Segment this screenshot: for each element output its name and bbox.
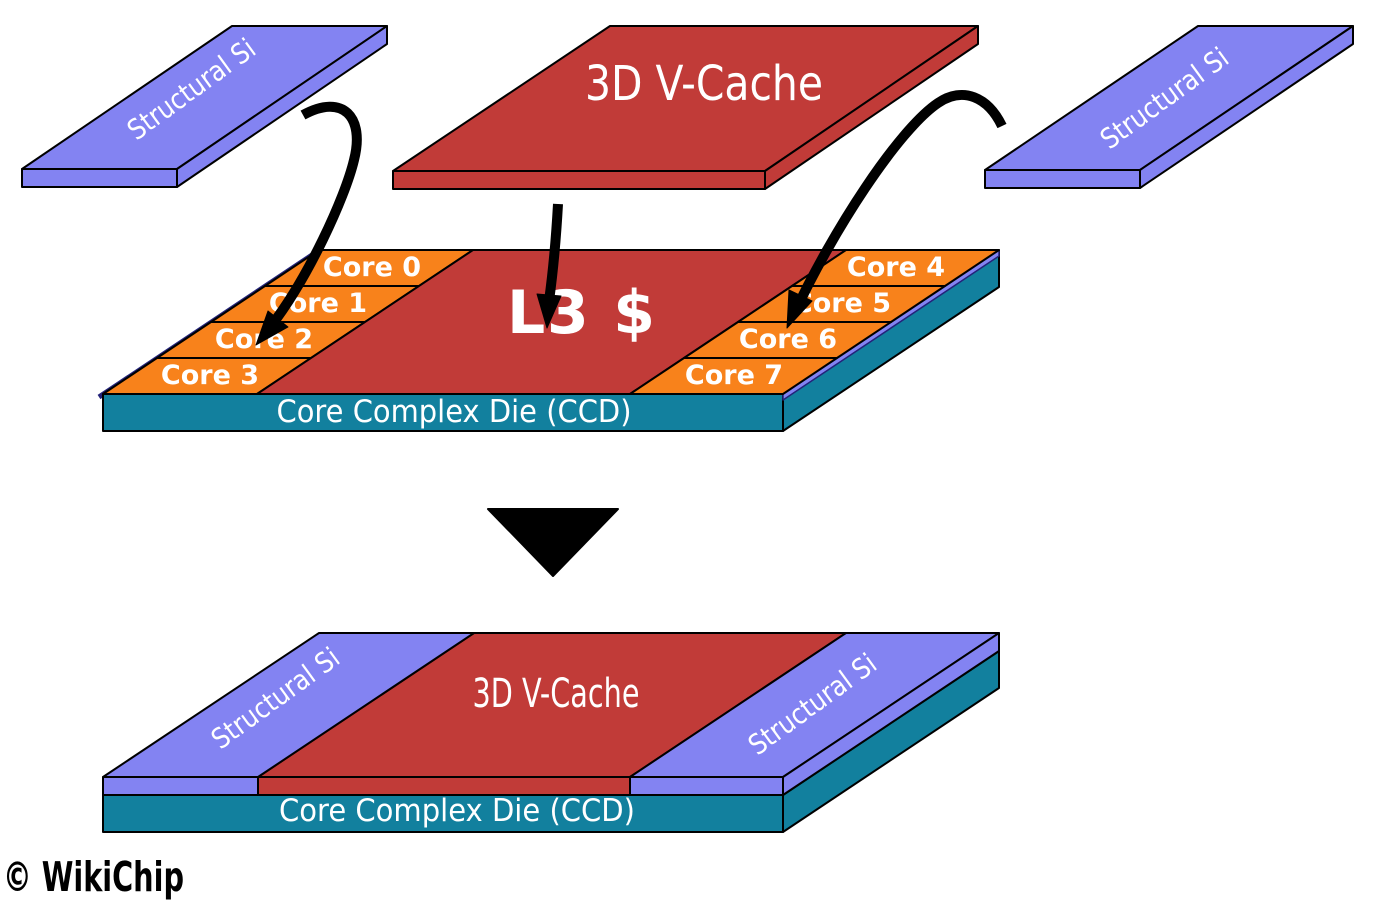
assembled-right-si-front-band	[629, 776, 784, 796]
vcache-slab-front-face	[392, 170, 766, 190]
copyright-credit: © WikiChip	[3, 853, 184, 901]
assembled-structural-si-layer	[102, 632, 1000, 796]
core-3-label: Core 3	[161, 360, 259, 391]
assembled-stack: Structural Si 3D V-Cache Structural Si C…	[102, 632, 1000, 833]
exploded-vcache-slab: 3D V-Cache	[392, 25, 979, 190]
left-placement-arrow	[267, 101, 362, 330]
ccd-base	[102, 249, 1000, 432]
ccd-l3-region: L3 $	[256, 249, 847, 395]
left-slab-side-face	[176, 25, 388, 188]
assembled-cache-layer	[257, 632, 847, 796]
ccd-base-label: Core Complex Die (CCD)	[277, 394, 632, 430]
down-arrow-icon	[487, 508, 619, 577]
exploded-right-structural-si-slab: Structural Si	[984, 25, 1354, 189]
core-7-cell	[629, 357, 838, 395]
left-placement-arrowhead-icon	[255, 310, 289, 346]
middle-placement-arrowhead-icon	[536, 293, 562, 329]
right-placement-arrow	[789, 89, 1007, 317]
right-slab-front-face	[984, 169, 1141, 189]
exploded-left-structural-si-slab: Structural Si	[21, 25, 388, 188]
middle-placement-arrow	[544, 203, 563, 302]
assembled-vcache-label: 3D V-Cache	[473, 671, 640, 717]
core-4-label: Core 4	[847, 252, 945, 283]
core-6-label: Core 6	[739, 324, 837, 355]
placement-arrows	[255, 89, 1007, 346]
assembled-left-si-front-band	[102, 776, 259, 796]
assembled-base-label: Core Complex Die (CCD)	[279, 793, 635, 829]
assembled-base	[102, 650, 1000, 833]
vcache-slab-label: 3D V-Cache	[585, 56, 823, 112]
left-slab-front-face	[21, 168, 178, 188]
right-slab-side-face	[1139, 25, 1354, 189]
core-0-label: Core 0	[323, 252, 421, 283]
core-7-label: Core 7	[685, 360, 783, 391]
l3-cache-label: L3 $	[507, 278, 655, 348]
right-placement-arrowhead-icon	[786, 289, 813, 329]
vcache-slab-side-face	[764, 25, 979, 190]
assembled-right-si-side-face	[782, 632, 1000, 796]
